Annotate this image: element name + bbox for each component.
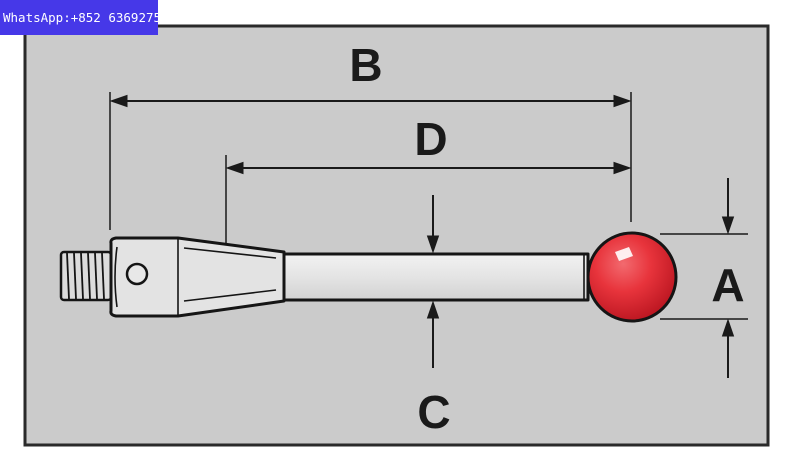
label-c: C: [417, 386, 450, 438]
stem: [282, 252, 590, 302]
dimension-c-bottom-arrow: [426, 300, 440, 319]
ruby-ball: [586, 231, 678, 323]
dimension-c: [426, 195, 440, 368]
pin-hole: [125, 262, 149, 286]
dimension-a-top-arrow: [721, 216, 735, 235]
label-a: A: [711, 259, 744, 311]
whatsapp-watermark: WhatsApp:+852 63692756: [0, 0, 158, 35]
diagram-panel: [23, 24, 770, 447]
dimension-b: [109, 94, 632, 108]
label-b: B: [349, 39, 382, 91]
dimension-b-right-arrow: [613, 94, 632, 108]
dimension-d-right-arrow: [613, 161, 632, 175]
label-d: D: [414, 113, 447, 165]
extension-lines: [109, 92, 748, 320]
dimension-d: [225, 161, 632, 175]
thread: [59, 250, 113, 302]
dimension-a: [721, 178, 735, 378]
collar-facet-lines: [114, 238, 277, 316]
dimension-c-top-arrow: [426, 235, 440, 254]
stylus: [59, 231, 678, 323]
ball-highlight: [615, 247, 633, 261]
dimension-a-bottom-arrow: [721, 318, 735, 337]
dimension-d-left-arrow: [225, 161, 244, 175]
dimension-b-left-arrow: [109, 94, 128, 108]
